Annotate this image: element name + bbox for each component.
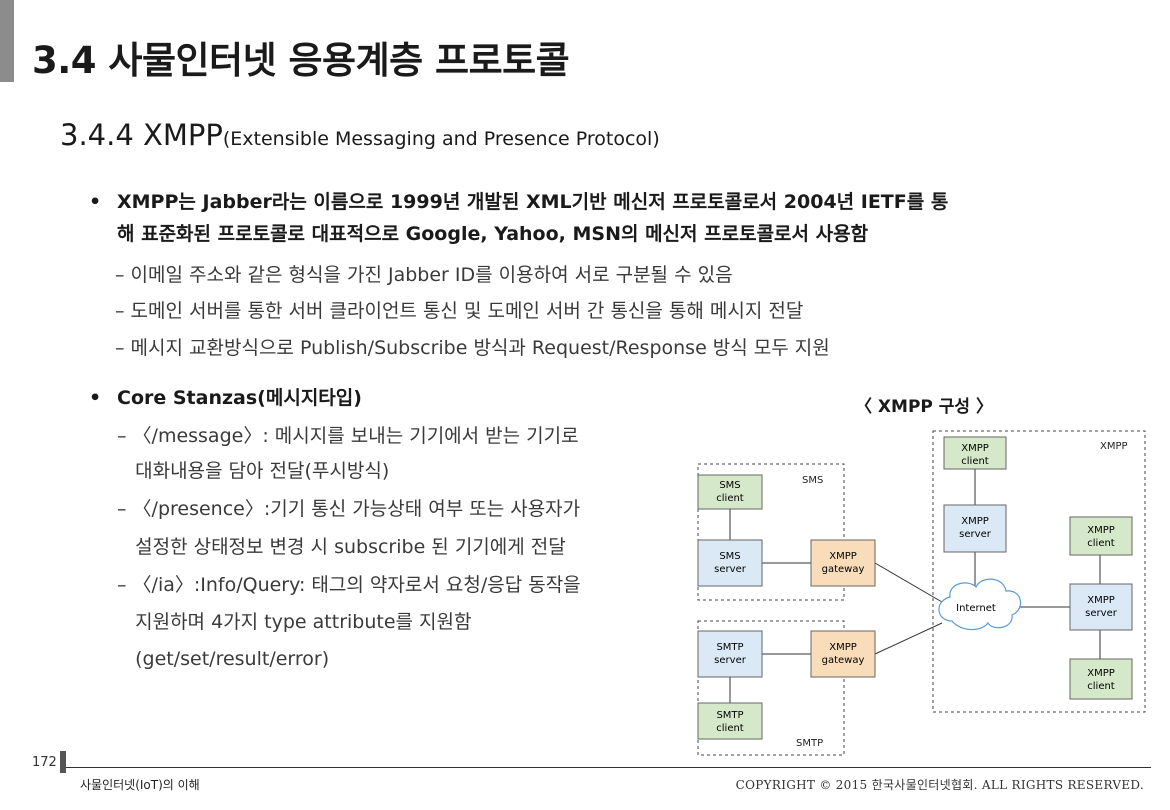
bullet-line-2: 해 표준화된 프로토콜로 대표적으로 Google, Yahoo, MSN의 메… — [117, 223, 869, 245]
svg-text:SMS: SMS — [719, 551, 740, 562]
stanza-line-2: 대화내용을 담아 전달(푸시방식) — [117, 460, 390, 482]
svg-text:server: server — [714, 564, 747, 575]
smtp-group-box — [697, 620, 845, 756]
page-title: 3.4 사물인터넷 응용계층 프로토콜 — [32, 39, 570, 82]
svg-text:XMPP: XMPP — [961, 443, 989, 454]
svg-text:SMTP: SMTP — [716, 710, 743, 721]
section-subtitle: 3.4.4 XMPP(Extensible Messaging and Pres… — [60, 118, 660, 152]
svg-text:XMPP: XMPP — [1087, 595, 1115, 606]
smtp-client-node: SMTP client — [697, 702, 763, 740]
footer-divider — [66, 767, 1151, 768]
xmpp-server-node-left: XMPP server — [943, 504, 1007, 553]
diagram-caption: 〈 XMPP 구성 〉 — [855, 397, 993, 417]
bullet-dot: • — [89, 191, 102, 213]
xmpp-client-node-top: XMPP client — [943, 436, 1007, 470]
svg-text:server: server — [714, 655, 747, 666]
internet-label: Internet — [956, 603, 996, 614]
sms-client-node: SMS client — [697, 474, 763, 510]
svg-text:XMPP: XMPP — [829, 642, 857, 653]
page-number: 172 — [32, 755, 57, 770]
xmpp-group-label: XMPP — [1100, 441, 1128, 452]
svg-text:SMTP: SMTP — [716, 642, 743, 653]
xmpp-client-node-right: XMPP client — [1069, 516, 1133, 556]
svg-text:XMPP: XMPP — [1087, 525, 1115, 536]
xmpp-gateway-node-1: XMPP gateway — [810, 539, 876, 587]
stanza-line-3: – 〈/presence〉:기기 통신 가능상태 여부 또는 사용자가 — [117, 498, 581, 520]
xmpp-client-node-bottom: XMPP client — [1069, 658, 1133, 700]
svg-text:server: server — [959, 529, 992, 540]
sms-group-box — [697, 463, 845, 601]
sms-group-label: SMS — [802, 475, 823, 486]
svg-text:XMPP: XMPP — [961, 516, 989, 527]
svg-text:XMPP: XMPP — [1087, 668, 1115, 679]
stanza-line-5: – 〈/ia〉:Info/Query: 태그의 약자로서 요청/응답 동작을 — [117, 574, 581, 596]
page-marker — [60, 751, 66, 773]
stanza-line-7: (get/set/result/error) — [117, 648, 330, 670]
internet-cloud: Internet — [938, 578, 1022, 631]
copyright-notice: COPYRIGHT © 2015 한국사물인터넷협회. ALL RIGHTS R… — [735, 778, 1144, 792]
subtitle-expansion: (Extensible Messaging and Presence Proto… — [222, 128, 660, 150]
sms-server-node: SMS server — [697, 539, 763, 587]
xmpp-server-node-right: XMPP server — [1069, 583, 1133, 631]
svg-text:client: client — [716, 493, 744, 504]
svg-text:gateway: gateway — [822, 564, 865, 575]
stanza-line-1: – 〈/message〉: 메시지를 보내는 기기에서 받는 기기로 — [117, 425, 579, 447]
svg-text:SMS: SMS — [719, 480, 740, 491]
stanza-line-6: 지원하며 4가지 type attribute를 지원함 — [117, 611, 472, 633]
smtp-server-node: SMTP server — [697, 630, 763, 678]
xmpp-architecture-diagram: SMS SMTP XMPP SMS client SMS server XMPP… — [697, 430, 1146, 756]
stanza-line-4: 설정한 상태정보 변경 시 subscribe 된 기기에게 전달 — [117, 536, 566, 558]
bullet-xmpp-overview: • XMPP는 Jabber라는 이름으로 1999년 개발된 XML기반 메신… — [89, 186, 949, 250]
svg-text:gateway: gateway — [822, 655, 865, 666]
bullet-line-1: XMPP는 Jabber라는 이름으로 1999년 개발된 XML기반 메신저 … — [117, 191, 949, 213]
svg-text:client: client — [1087, 538, 1115, 549]
smtp-group-label: SMTP — [796, 738, 823, 749]
svg-text:client: client — [1087, 681, 1115, 692]
dash-item-1: – 이메일 주소와 같은 형식을 가진 Jabber ID를 이용하여 서로 구… — [115, 264, 733, 286]
title-accent-bar — [0, 0, 14, 82]
svg-text:server: server — [1085, 608, 1118, 619]
bullet-core-stanzas: • Core Stanzas(메시지타입) — [89, 382, 362, 414]
connection-lines — [729, 469, 1101, 703]
svg-text:XMPP: XMPP — [829, 551, 857, 562]
svg-text:client: client — [961, 456, 989, 467]
book-title: 사물인터넷(IoT)의 이해 — [80, 778, 200, 792]
core-stanzas-label: Core Stanzas(메시지타입) — [117, 387, 362, 409]
svg-text:client: client — [716, 723, 744, 734]
subtitle-number: 3.4.4 XMPP — [60, 118, 223, 152]
bullet-dot: • — [89, 387, 102, 409]
xmpp-gateway-node-2: XMPP gateway — [810, 630, 876, 678]
dash-item-2: – 도메인 서버를 통한 서버 클라이언트 통신 및 도메인 서버 간 통신을 … — [115, 300, 804, 322]
dash-item-3: – 메시지 교환방식으로 Publish/Subscribe 방식과 Reque… — [115, 337, 830, 359]
